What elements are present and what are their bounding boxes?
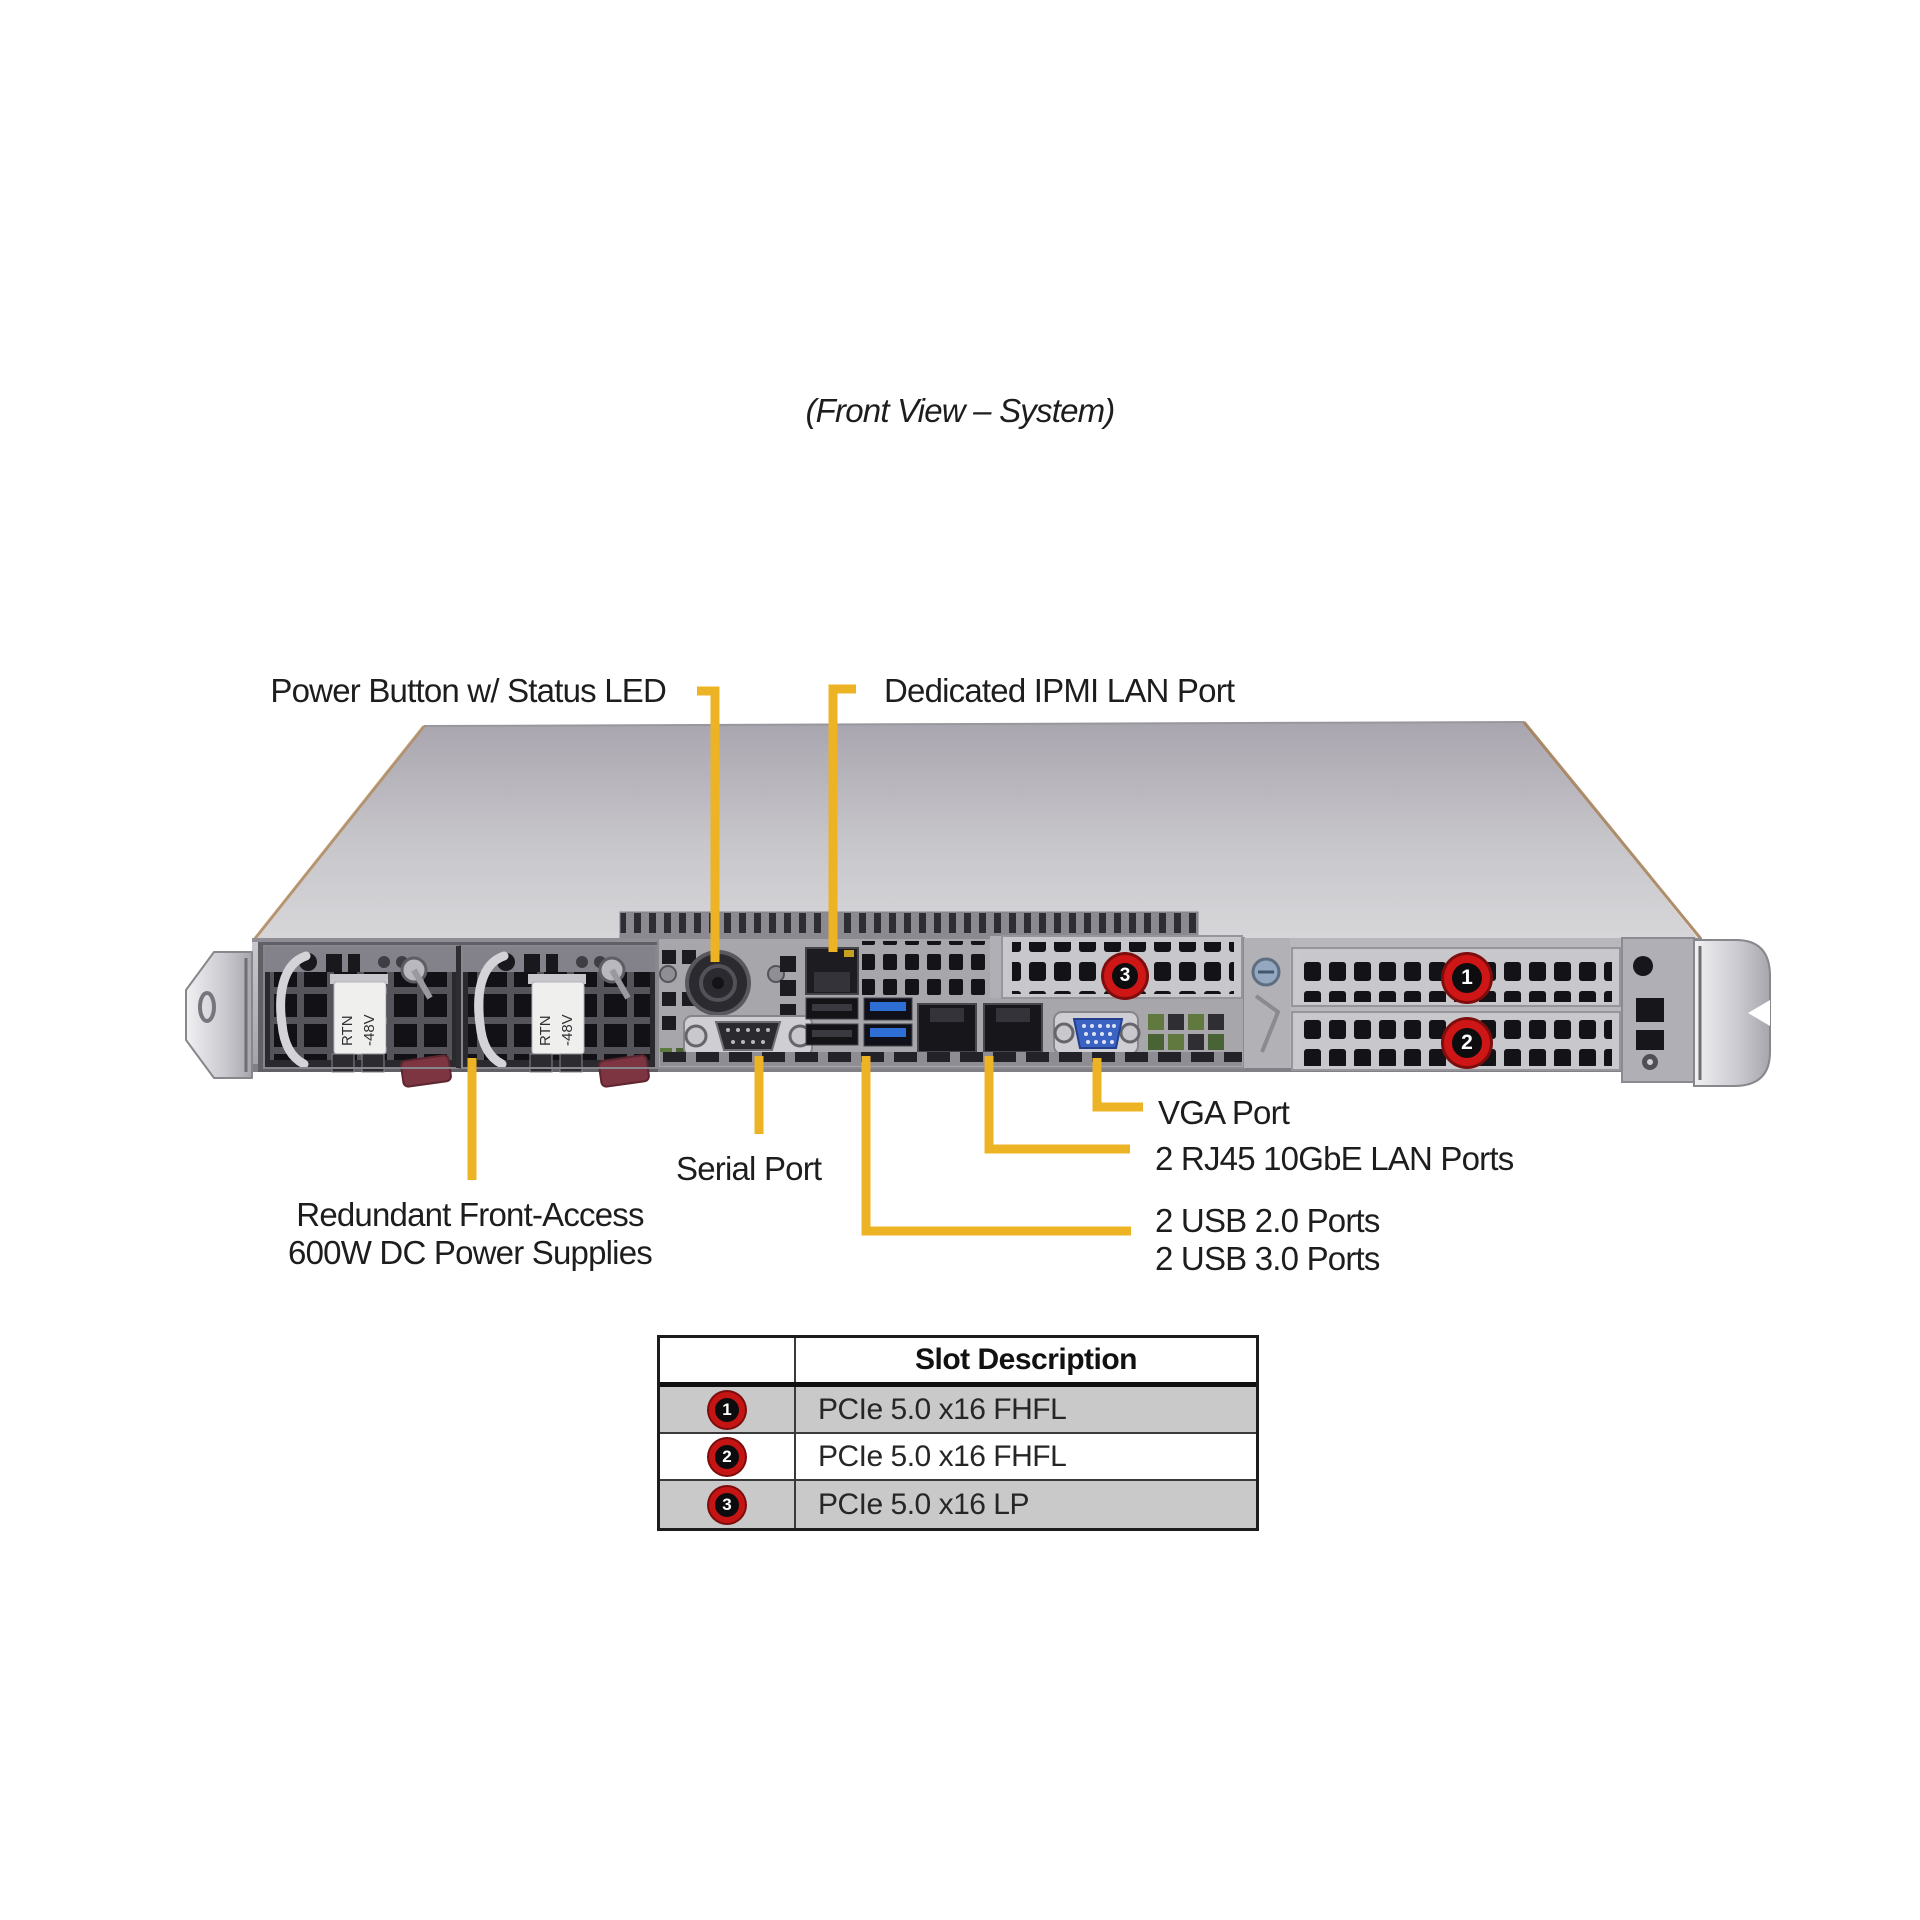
callout-label-usb: 2 USB 2.0 Ports 2 USB 3.0 Ports	[1155, 1202, 1380, 1278]
callout-label-psu: Redundant Front-Access 600W DC Power Sup…	[270, 1196, 670, 1272]
table-header-slot-description: Slot Description	[914, 1343, 1138, 1376]
serial-port	[683, 1015, 813, 1057]
ipmi-led	[844, 950, 854, 957]
slot-marker-1: 1	[1444, 955, 1490, 1001]
callout-line-usb	[861, 1056, 1131, 1236]
top-vent-strip	[619, 911, 1199, 939]
psu-module-2: RTN -48V	[461, 945, 657, 1088]
table-header-row: Slot Description	[660, 1338, 1256, 1387]
callout-line-ipmi	[828, 684, 856, 952]
psu-terminal-label-48v: -48V	[559, 1014, 576, 1046]
psu-label-line1: Redundant Front-Access	[296, 1196, 644, 1233]
vga-port	[1053, 1011, 1141, 1055]
psu-handle	[474, 951, 509, 1069]
callout-label-vga: VGA Port	[1158, 1094, 1290, 1131]
psu-bay: RTN -48V RTN	[258, 942, 658, 1088]
slot-marker-2: 2	[1444, 1020, 1490, 1066]
led-pin-header	[1148, 1014, 1224, 1050]
slot1-description: PCIe 5.0 x16 FHFL	[818, 1392, 1067, 1426]
callout-label-ipmi: Dedicated IPMI LAN Port	[884, 672, 1235, 709]
io-vent-grid	[862, 941, 1000, 996]
ipmi-lan-port	[805, 947, 859, 995]
psu-pull-tab	[598, 1054, 650, 1088]
slot-description-table: Slot Description 1 PCIe 5.0 x16 FHFL 2 P…	[657, 1335, 1259, 1531]
slot2-description: PCIe 5.0 x16 FHFL	[818, 1439, 1067, 1473]
table-badge-1: 1	[709, 1391, 745, 1428]
power-button	[685, 950, 751, 1016]
right-bracket	[1621, 937, 1695, 1083]
slot3-description: PCIe 5.0 x16 LP	[818, 1487, 1029, 1521]
psu-terminal-plate	[333, 981, 387, 1055]
table-badge-2: 2	[709, 1438, 745, 1475]
psu-terminal-plate	[531, 981, 585, 1055]
psu-pull-tab	[400, 1054, 452, 1088]
ear-notch	[1748, 1000, 1770, 1026]
ear-mount-hole	[198, 991, 216, 1023]
callout-line-power-button	[697, 686, 720, 962]
psu-terminal-label-48v: -48V	[361, 1014, 378, 1046]
left-rack-ear	[185, 951, 253, 1079]
callout-lines	[467, 684, 1143, 1236]
callout-label-lan: 2 RJ45 10GbE LAN Ports	[1155, 1140, 1514, 1177]
bottom-vent-row	[660, 1052, 1242, 1066]
usb-label-line1: 2 USB 2.0 Ports	[1155, 1202, 1380, 1239]
callout-line-vga	[1092, 1058, 1143, 1112]
io-panel	[657, 937, 1245, 1069]
usb2-ports	[805, 997, 859, 1046]
table-row-slot1: 1 PCIe 5.0 x16 FHFL	[660, 1387, 1256, 1434]
psu-terminal-label-rtn: RTN	[537, 1015, 554, 1046]
callout-line-lan	[984, 1056, 1130, 1154]
psu-handle	[276, 951, 311, 1069]
table-header-badge-column	[660, 1338, 796, 1382]
table-row-slot3: 3 PCIe 5.0 x16 LP	[660, 1481, 1256, 1528]
lan-ports	[917, 1003, 1043, 1053]
screw	[659, 965, 677, 983]
right-rack-ear	[1693, 939, 1771, 1087]
slot-marker-3: 3	[1104, 955, 1146, 997]
psu-label-line2: 600W DC Power Supplies	[288, 1234, 653, 1271]
chassis-top-surface	[251, 721, 1703, 942]
callout-label-serial: Serial Port	[676, 1150, 822, 1187]
psu-terminal-label-rtn: RTN	[339, 1015, 356, 1046]
usb3-ports	[863, 997, 913, 1047]
diagram-title: (Front View – System)	[805, 392, 1115, 429]
table-badge-3: 3	[709, 1486, 745, 1523]
psu-module-1: RTN -48V	[263, 945, 459, 1088]
callout-label-power-button: Power Button w/ Status LED	[270, 672, 666, 709]
slot-divider	[1244, 938, 1290, 1068]
usb-label-line2: 2 USB 3.0 Ports	[1155, 1240, 1380, 1277]
table-row-slot2: 2 PCIe 5.0 x16 FHFL	[660, 1434, 1256, 1481]
